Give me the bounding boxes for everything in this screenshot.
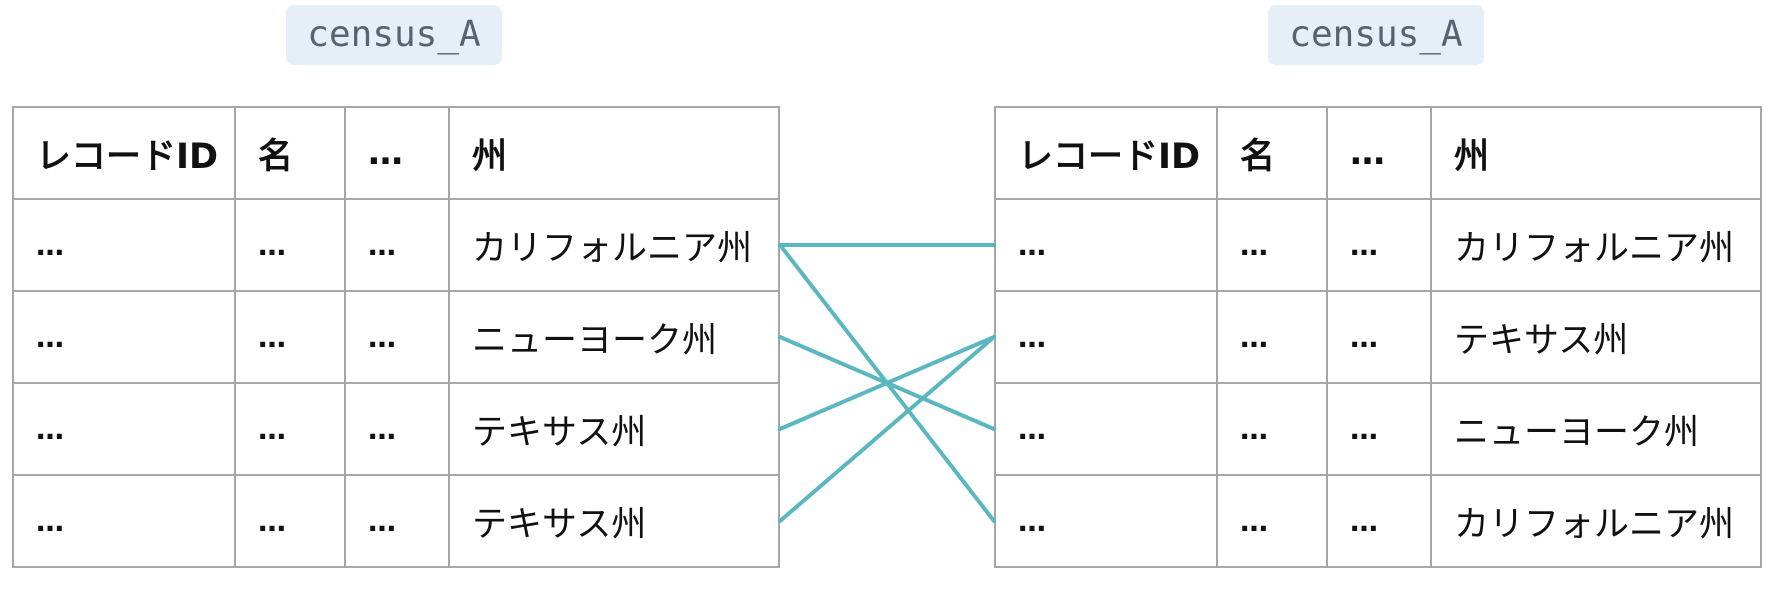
- cell-state: カリフォルニア州: [448, 198, 780, 292]
- cell-ellipsis: …: [1326, 474, 1432, 568]
- cell-state: カリフォルニア州: [1430, 474, 1762, 568]
- cell-name: …: [234, 198, 346, 292]
- cell-state: テキサス州: [1430, 290, 1762, 384]
- cell-record-id: …: [994, 198, 1218, 292]
- cell-ellipsis: …: [344, 474, 450, 568]
- cell-ellipsis: …: [1326, 382, 1432, 476]
- cell-name: …: [1216, 198, 1328, 292]
- left-census-table: レコードID 名 … 州 … … … カリフォルニア州 … … … ニューヨーク…: [12, 106, 780, 568]
- header-ellipsis: …: [344, 106, 450, 200]
- table-header-row: レコードID 名 … 州: [994, 106, 1762, 200]
- table-row: … … … ニューヨーク州: [12, 290, 780, 384]
- cell-record-id: …: [994, 474, 1218, 568]
- cell-state: ニューヨーク州: [448, 290, 780, 384]
- cell-record-id: …: [994, 290, 1218, 384]
- link-line-3: [778, 335, 996, 431]
- link-line-4: [778, 335, 996, 523]
- cell-record-id: …: [12, 382, 236, 476]
- cell-name: …: [234, 290, 346, 384]
- cell-name: …: [234, 474, 346, 568]
- cell-state: ニューヨーク州: [1430, 382, 1762, 476]
- table-row: … … … ニューヨーク州: [994, 382, 1762, 476]
- header-state: 州: [1430, 106, 1762, 200]
- cell-state: テキサス州: [448, 474, 780, 568]
- cell-ellipsis: …: [344, 290, 450, 384]
- right-census-table: レコードID 名 … 州 … … … カリフォルニア州 … … … テキサス州 …: [994, 106, 1762, 568]
- cell-record-id: …: [12, 198, 236, 292]
- cell-state: カリフォルニア州: [1430, 198, 1762, 292]
- table-row: … … … カリフォルニア州: [994, 474, 1762, 568]
- cell-ellipsis: …: [1326, 290, 1432, 384]
- header-name: 名: [1216, 106, 1328, 200]
- header-record-id: レコードID: [12, 106, 236, 200]
- cell-record-id: …: [994, 382, 1218, 476]
- cell-ellipsis: …: [344, 198, 450, 292]
- cell-record-id: …: [12, 290, 236, 384]
- left-table-label: census_A: [286, 5, 502, 65]
- cell-record-id: …: [12, 474, 236, 568]
- cell-state: テキサス州: [448, 382, 780, 476]
- header-name: 名: [234, 106, 346, 200]
- link-line-2: [778, 335, 996, 431]
- table-row: … … … テキサス州: [12, 382, 780, 476]
- header-state: 州: [448, 106, 780, 200]
- cell-name: …: [1216, 290, 1328, 384]
- link-line-1: [778, 243, 996, 523]
- right-table-label: census_A: [1268, 5, 1484, 65]
- table-row: … … … カリフォルニア州: [12, 198, 780, 292]
- table-header-row: レコードID 名 … 州: [12, 106, 780, 200]
- cell-ellipsis: …: [344, 382, 450, 476]
- table-row: … … … テキサス州: [994, 290, 1762, 384]
- table-row: … … … カリフォルニア州: [994, 198, 1762, 292]
- table-row: … … … テキサス州: [12, 474, 780, 568]
- cell-name: …: [1216, 474, 1328, 568]
- cell-name: …: [1216, 382, 1328, 476]
- cell-name: …: [234, 382, 346, 476]
- header-record-id: レコードID: [994, 106, 1218, 200]
- cell-ellipsis: …: [1326, 198, 1432, 292]
- header-ellipsis: …: [1326, 106, 1432, 200]
